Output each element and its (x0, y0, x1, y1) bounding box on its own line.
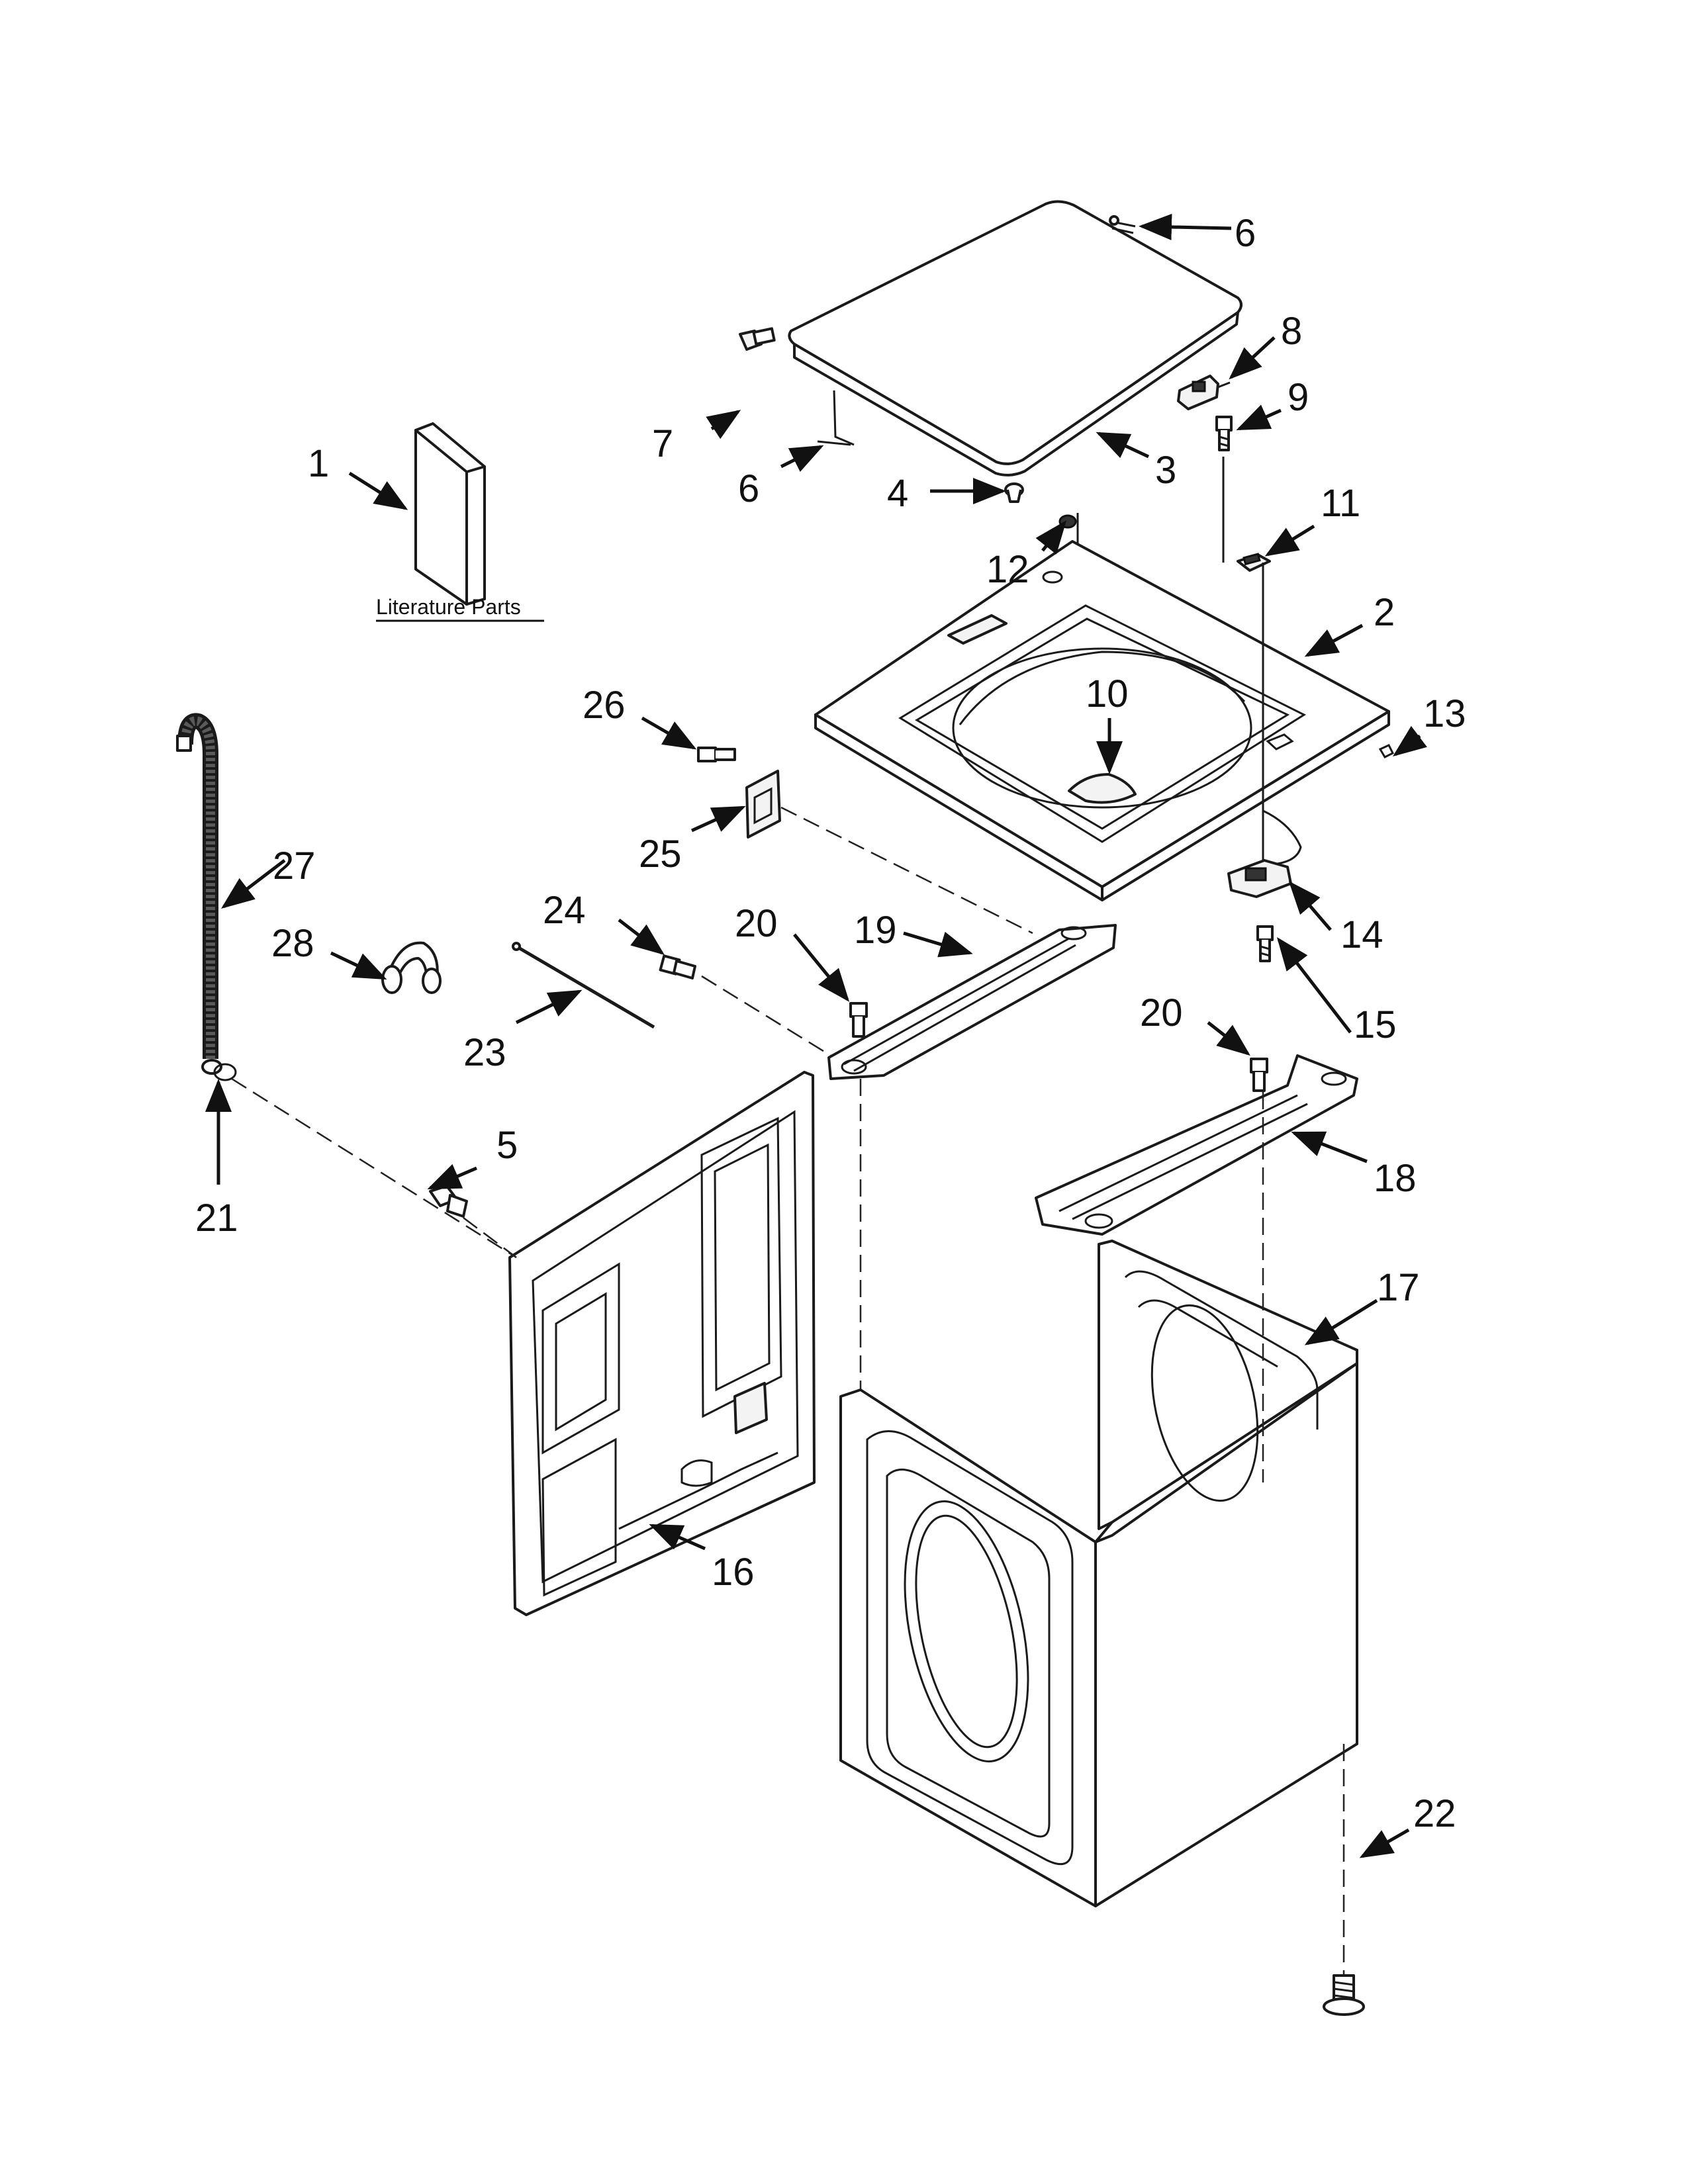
callout-28: 28 (271, 922, 314, 965)
front-brace (827, 924, 1117, 1403)
switch-mount-screw (1256, 925, 1274, 962)
cabinet (839, 1240, 1358, 1907)
lid-strike (1237, 553, 1271, 572)
bolt-5 (429, 1185, 468, 1218)
hinge-pin-bottom (817, 390, 855, 446)
tub-cover-cone (1068, 773, 1137, 804)
callout-27: 27 (273, 844, 316, 887)
callout-22: 22 (1413, 1792, 1456, 1835)
top-panel (814, 540, 1390, 901)
side-clip (1378, 744, 1395, 758)
bracket-screw (697, 747, 736, 762)
callout-17: 17 (1377, 1266, 1420, 1309)
switch-screw (1215, 416, 1233, 451)
callout-19: 19 (854, 909, 897, 952)
hose-clamp (201, 1059, 237, 1081)
callout-6-top: 6 (1235, 212, 1256, 255)
assembly-guide-lines (231, 457, 1264, 1482)
bolt-24 (659, 954, 696, 979)
callout-14: 14 (1340, 913, 1383, 956)
callout-1: 1 (308, 442, 329, 485)
leveling-leg (1323, 1744, 1365, 2016)
drain-hose (176, 713, 218, 1059)
suspension-rod (512, 942, 655, 1029)
hose-guide (381, 941, 442, 994)
callout-2: 2 (1374, 591, 1395, 634)
lid (788, 200, 1243, 477)
callout-9: 9 (1288, 376, 1309, 419)
callout-6-bottom: 6 (738, 467, 759, 510)
lid-bumper (1004, 482, 1024, 503)
screw-20-left (849, 1002, 868, 1038)
callout-18: 18 (1374, 1157, 1417, 1200)
hinge-pin-top (1109, 215, 1136, 234)
rear-brace (1035, 1054, 1358, 1236)
callout-11: 11 (1321, 482, 1360, 525)
callout-26: 26 (583, 684, 626, 727)
literature-label: Literature Parts (376, 595, 521, 619)
callout-16: 16 (712, 1551, 755, 1594)
callout-10: 10 (1086, 672, 1129, 715)
lid-switch-assembly (1227, 781, 1302, 898)
leader-arrows (205, 214, 1427, 1858)
callout-12: 12 (986, 548, 1029, 591)
callout-4: 4 (887, 472, 908, 515)
hinge-bracket (745, 770, 781, 839)
back-panel (508, 1071, 816, 1616)
callout-numbers: 1 6 7 6 4 3 8 9 12 11 2 10 13 14 15 26 2… (195, 212, 1466, 1835)
callout-24: 24 (543, 889, 586, 932)
callout-15: 15 (1354, 1003, 1397, 1046)
screw-20-right (1250, 1058, 1268, 1092)
callout-7: 7 (652, 422, 673, 465)
callout-25: 25 (639, 833, 682, 876)
callout-20-left: 20 (735, 902, 778, 945)
callout-21: 21 (195, 1197, 238, 1240)
lid-screw (739, 327, 776, 351)
callout-13: 13 (1423, 692, 1466, 735)
callout-23: 23 (463, 1031, 506, 1074)
literature-booklet: Literature Parts (376, 422, 544, 622)
lid-switch (1177, 375, 1231, 410)
callout-3: 3 (1155, 449, 1176, 492)
callout-20-right: 20 (1140, 991, 1183, 1034)
callout-5: 5 (496, 1124, 518, 1167)
callout-8: 8 (1281, 310, 1302, 353)
